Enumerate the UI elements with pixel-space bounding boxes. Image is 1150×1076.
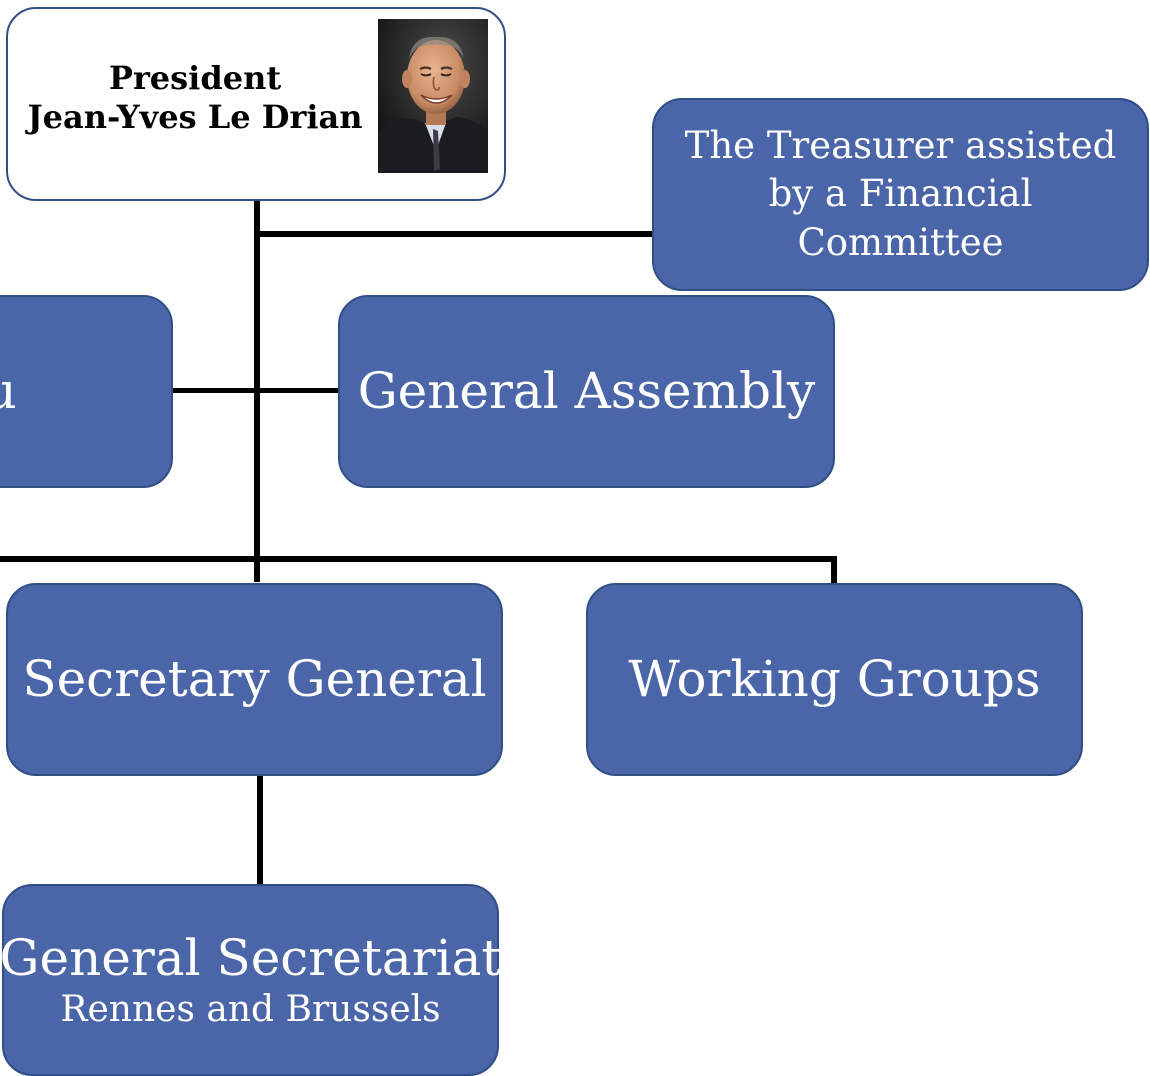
secretariat-connector [257,775,263,886]
working-groups-label: Working Groups [628,649,1041,708]
general-secretariat-label: General Secretariat [0,928,502,987]
president-title: President [108,59,282,97]
bureau-box: Bureau [0,295,173,488]
president-label: President Jean-Yves Le Drian [20,59,370,137]
working-groups-drop-connector [831,556,837,584]
secretary-general-label: Secretary General [22,649,487,708]
branch-connector [0,556,837,562]
president-portrait [378,19,488,173]
bureau-connector [172,388,339,393]
president-name: Jean-Yves Le Drian [27,98,363,137]
working-groups-box: Working Groups [586,583,1083,776]
treasurer-connector [260,231,653,237]
general-secretariat-box: General Secretariat Rennes and Brussels [0,884,502,1076]
secretary-general-box: Secretary General [6,583,503,776]
president-box: President Jean-Yves Le Drian [6,7,506,201]
bureau-label: Bureau [0,361,17,420]
treasurer-label: The Treasurer assisted by a Financial Co… [684,124,1117,264]
general-secretariat-sublabel: Rennes and Brussels [60,989,441,1031]
general-assembly-box: General Assembly [338,295,835,488]
treasurer-box: The Treasurer assisted by a Financial Co… [652,98,1149,291]
general-assembly-label: General Assembly [357,361,816,420]
